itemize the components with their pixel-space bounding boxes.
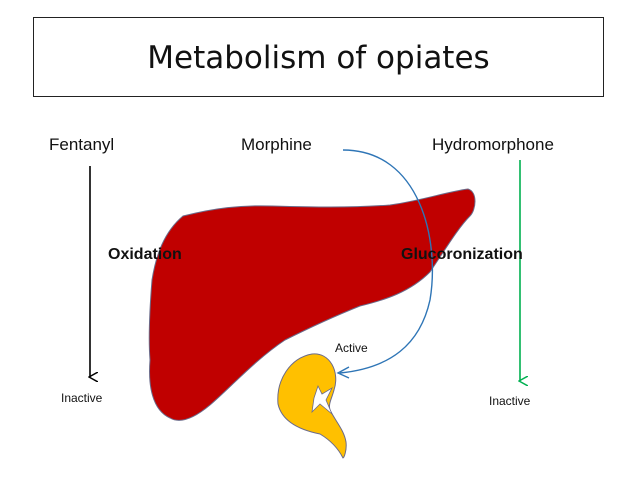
glucoronization-label: Glucoronization (401, 246, 523, 264)
oxidation-label: Oxidation (108, 246, 182, 264)
kidney-shape (278, 354, 346, 458)
active-label: Active (335, 341, 368, 355)
inactive-right-label: Inactive (489, 394, 530, 408)
inactive-left-label: Inactive (61, 391, 102, 405)
hydromorphone-label: Hydromorphone (432, 135, 554, 155)
morphine-label: Morphine (241, 135, 312, 155)
fentanyl-label: Fentanyl (49, 135, 114, 155)
